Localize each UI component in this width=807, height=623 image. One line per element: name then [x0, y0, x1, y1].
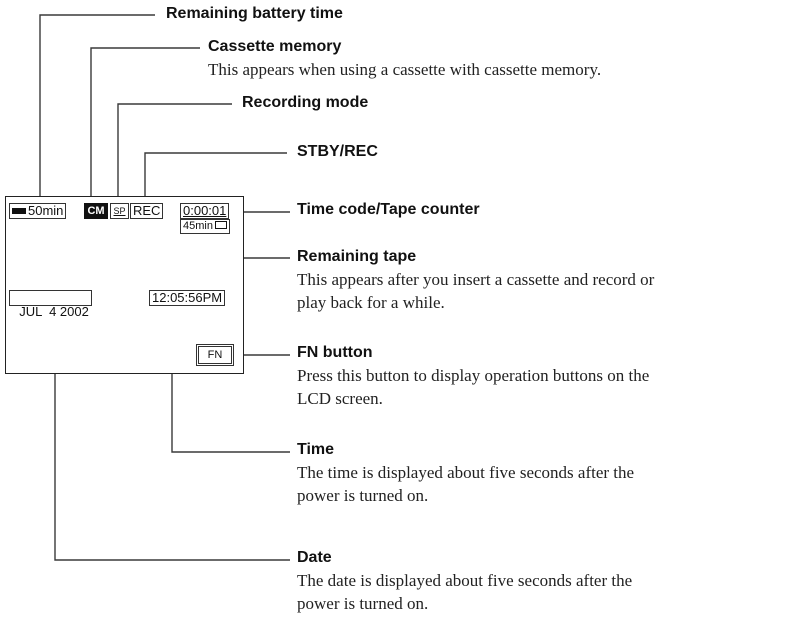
cassette-memory-label: Cassette memory [208, 38, 342, 55]
cassette-memory-text: CM [87, 205, 105, 217]
time-code-indicator: 0:00:01 [180, 203, 230, 219]
remaining-tape-desc-1: This appears after you insert a cassette… [297, 270, 655, 289]
remaining-tape-label: Remaining tape [297, 248, 417, 265]
stby-rec-indicator: REC [130, 203, 164, 219]
rec-mode-leader [117, 103, 232, 204]
battery-text: 50min [28, 203, 64, 218]
battery-indicator: 50min [9, 203, 67, 219]
date-leader [54, 305, 290, 561]
rec-mode-text: SP [113, 206, 126, 216]
time-code-label: Time code/Tape counter [297, 201, 480, 218]
cassette-memory-indicator: CM [84, 203, 108, 219]
stby-rec-leader [144, 152, 287, 204]
date-label: Date [297, 549, 332, 566]
time-text: 12:05:56PM [152, 290, 223, 305]
rec-mode-label: Recording mode [242, 94, 369, 111]
battery-leader [39, 14, 155, 204]
tape-icon [214, 221, 227, 229]
time-label: Time [297, 441, 335, 458]
stby-rec-label: STBY/REC [297, 143, 378, 160]
time-indicator: 12:05:56PM [149, 290, 226, 306]
cassette-memory-desc: This appears when using a cassette with … [208, 60, 602, 79]
date-desc-2: power is turned on. [297, 594, 429, 613]
cassette-memory-leader [90, 47, 200, 204]
fn-button-desc-2: LCD screen. [297, 389, 383, 408]
battery-icon [12, 208, 26, 214]
date-text: JUL 4 2002 [19, 304, 89, 319]
stby-rec-text: REC [133, 203, 161, 218]
date-desc-1: The date is displayed about five seconds… [297, 571, 633, 590]
time-code-text: 0:00:01 [183, 203, 227, 218]
fn-button-label: FN [207, 349, 223, 361]
time-desc-1: The time is displayed about five seconds… [297, 463, 635, 482]
fn-button-label-callout: FN button [297, 344, 373, 361]
remaining-tape-text: 45min [183, 220, 213, 232]
fn-button-desc-1: Press this button to display operation b… [297, 366, 650, 385]
remaining-tape-desc-2: play back for a while. [297, 293, 445, 312]
time-desc-2: power is turned on. [297, 486, 429, 505]
remaining-tape-indicator: 45min [180, 219, 230, 234]
battery-label: Remaining battery time [166, 5, 343, 22]
rec-mode-indicator: SP [110, 203, 129, 219]
date-indicator: JUL 4 2002 [9, 290, 92, 319]
fn-button[interactable]: FN [196, 344, 234, 366]
